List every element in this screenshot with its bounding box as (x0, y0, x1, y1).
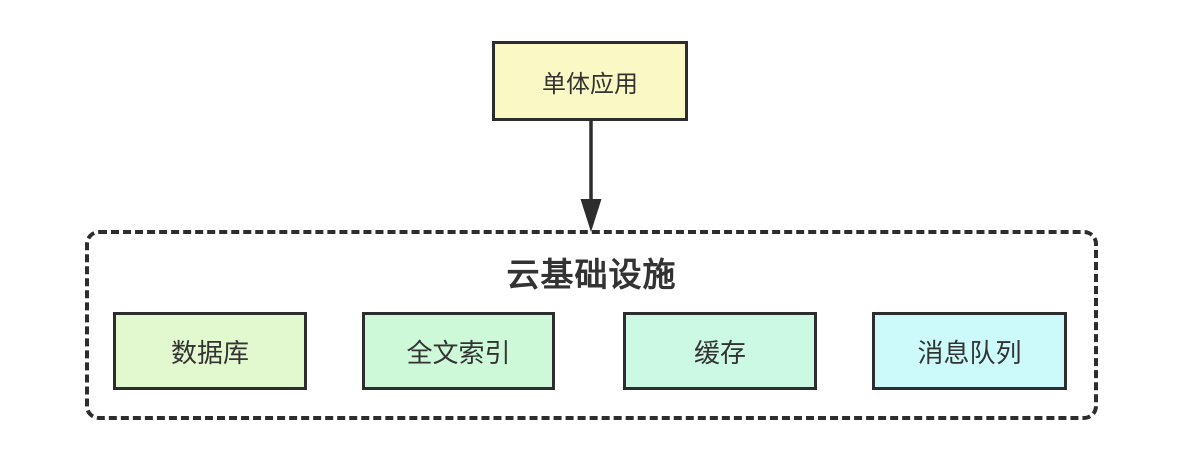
node-message-queue: 消息队列 (872, 312, 1067, 390)
cloud-infrastructure-container: 云基础设施 (85, 230, 1098, 420)
node-database-label: 数据库 (170, 337, 249, 368)
node-fulltext-index: 全文索引 (362, 312, 555, 390)
node-fulltext-index-label: 全文索引 (406, 337, 511, 368)
arrow-down-connector (580, 121, 602, 232)
node-monolith-app: 单体应用 (492, 41, 688, 121)
node-database: 数据库 (113, 312, 307, 390)
node-cache: 缓存 (623, 312, 817, 390)
node-message-queue-label: 消息队列 (917, 337, 1022, 368)
cloud-infrastructure-title: 云基础设施 (506, 256, 677, 293)
node-cache-label: 缓存 (693, 337, 746, 368)
node-monolith-app-label: 单体应用 (542, 70, 638, 98)
